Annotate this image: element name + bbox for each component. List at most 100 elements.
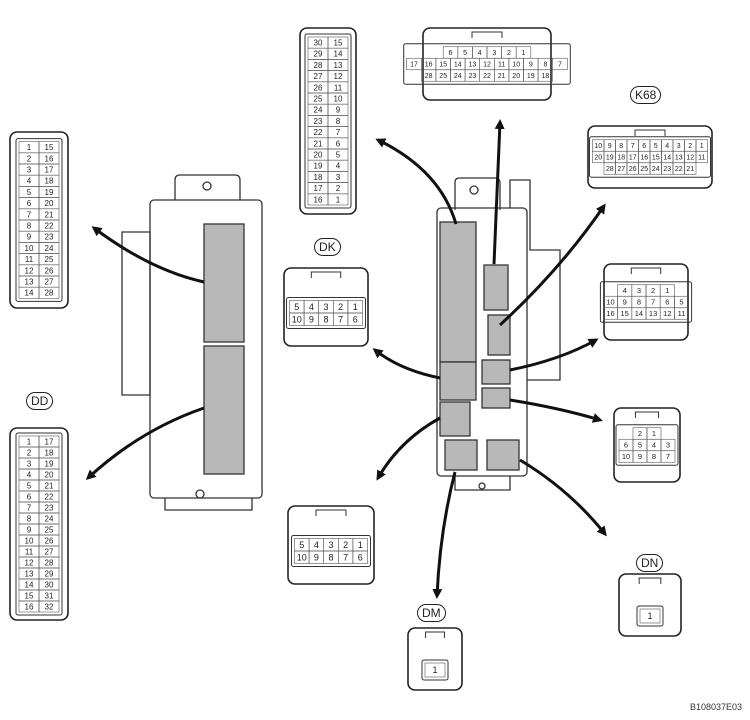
pin-label: 12 xyxy=(663,309,671,318)
pin-label: 15 xyxy=(25,591,34,600)
connector-inner xyxy=(599,281,693,323)
pin-label: 8 xyxy=(637,298,641,307)
pin-label: 3 xyxy=(27,165,32,174)
pin-label: 29 xyxy=(314,50,323,59)
pin-label: 17 xyxy=(314,184,323,193)
arrow-dk xyxy=(372,348,441,380)
connector-dn: 1 xyxy=(618,573,682,637)
pin-label: 18 xyxy=(314,173,323,182)
pin-label: 9 xyxy=(638,452,642,461)
pin-label: 9 xyxy=(623,298,627,307)
pin-label: 7 xyxy=(338,314,343,324)
pin-cell xyxy=(352,550,368,564)
pin-label: 6 xyxy=(27,492,32,501)
pin-label: 18 xyxy=(542,73,550,80)
pin-label: 3 xyxy=(336,173,341,182)
pin-label: 8 xyxy=(336,117,341,126)
pin-label: 3 xyxy=(328,540,333,550)
pin-label: 4 xyxy=(665,143,669,150)
pin-cell xyxy=(537,69,553,82)
arrow-right-small xyxy=(509,398,603,423)
pin-label: 12 xyxy=(25,558,34,567)
arrow-dn xyxy=(519,458,607,537)
pin-label: 9 xyxy=(309,314,314,324)
pin-label: 18 xyxy=(45,448,54,457)
pin-label: 8 xyxy=(27,221,32,230)
pin-label: 21 xyxy=(45,210,54,219)
pin-label: 3 xyxy=(666,441,670,450)
pin-label: 24 xyxy=(45,514,54,523)
pin-label: 26 xyxy=(314,83,323,92)
pin-label: 16 xyxy=(25,602,34,611)
pin-label: 6 xyxy=(642,143,646,150)
pin-label: 5 xyxy=(654,143,658,150)
pin-label: 3 xyxy=(492,50,496,57)
pin-label: 21 xyxy=(45,481,54,490)
pin-label: 14 xyxy=(635,309,643,318)
latch-tab xyxy=(315,509,347,516)
pin-label: 10 xyxy=(292,314,302,324)
connector-inner xyxy=(15,138,63,302)
connector-housing xyxy=(407,627,463,691)
pin-label: 1 xyxy=(652,429,656,438)
pin-cell xyxy=(424,662,446,678)
pin-label: 3 xyxy=(637,286,641,295)
right-ecu-unit xyxy=(436,177,561,491)
pin-label: 10 xyxy=(512,62,520,69)
left-ecu-unit xyxy=(121,174,263,511)
pin-label: 1 xyxy=(522,50,526,57)
pin-label: 28 xyxy=(45,289,54,298)
pin-label: 27 xyxy=(45,547,54,556)
pin-label: 21 xyxy=(314,139,323,148)
pin-label: 2 xyxy=(507,50,511,57)
pin-label: 13 xyxy=(334,61,343,70)
pin-label: 1 xyxy=(336,195,341,204)
pin-label: 23 xyxy=(663,166,671,173)
pin-label: 13 xyxy=(675,155,683,162)
pin-label: 13 xyxy=(25,277,34,286)
pin-cell xyxy=(38,600,60,613)
pin-label: 22 xyxy=(314,128,323,137)
pin-label: 30 xyxy=(45,580,54,589)
pin-label: 26 xyxy=(45,266,54,275)
pin-label: 17 xyxy=(629,155,637,162)
pin-label: 26 xyxy=(45,536,54,545)
label-dd: DD xyxy=(26,392,54,410)
pin-label: 15 xyxy=(439,62,447,69)
pin-label: 5 xyxy=(638,441,642,450)
pin-label: 27 xyxy=(617,166,625,173)
pin-label: 7 xyxy=(336,128,341,137)
pin-label: 7 xyxy=(27,210,32,219)
connector-inner xyxy=(286,297,366,329)
pin-label: 8 xyxy=(619,143,623,150)
pin-label: 23 xyxy=(45,233,54,242)
pin-label: 9 xyxy=(608,143,612,150)
pin-label: 1 xyxy=(432,665,437,675)
pin-label: 15 xyxy=(45,143,54,152)
pin-label: 11 xyxy=(334,83,343,92)
pin-label: 1 xyxy=(358,540,363,550)
pin-label: 8 xyxy=(27,514,32,523)
pin-label: 5 xyxy=(336,150,341,159)
pin-label: 20 xyxy=(512,73,520,80)
pin-label: 11 xyxy=(25,547,34,556)
connector-housing xyxy=(422,27,552,101)
pin-label: 8 xyxy=(543,62,547,69)
pin-label: 22 xyxy=(45,492,54,501)
pin-label: 4 xyxy=(309,302,314,312)
pin-label: 10 xyxy=(622,452,630,461)
pin-label: 4 xyxy=(478,50,482,57)
arrow-bottom-mid xyxy=(376,416,441,481)
latch-tab xyxy=(471,31,503,38)
pin-cell xyxy=(660,450,676,463)
connector-inner xyxy=(421,659,449,681)
pin-label: 6 xyxy=(336,139,341,148)
pin-label: 2 xyxy=(688,143,692,150)
pin-label: 3 xyxy=(27,459,32,468)
pin-label: 2 xyxy=(638,429,642,438)
pin-label: 25 xyxy=(45,525,54,534)
pin-label: 7 xyxy=(558,62,562,69)
